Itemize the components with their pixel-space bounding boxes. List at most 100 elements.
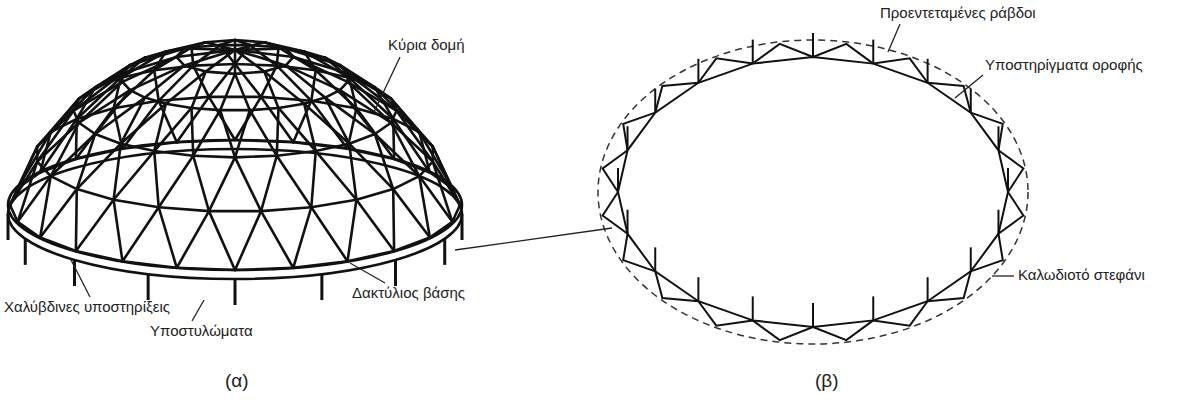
column [461,214,464,240]
dome-strut [311,151,315,207]
part-label: Υποστηρίγματα οροφής [985,56,1143,74]
prestressed-bar [698,58,752,82]
dome-strut [154,151,193,156]
dome-strut [40,159,76,172]
roof-support [927,59,929,83]
dome-strut [278,104,304,108]
leader-line [192,300,204,321]
dome-strut [220,109,250,112]
dome-strut [235,157,261,211]
roof-support [627,210,629,234]
base-ring [8,140,462,270]
dome-strut [235,140,293,142]
dome-strut [304,104,349,144]
dome-strut [18,132,51,188]
column [24,239,27,265]
dome-strut [121,52,166,78]
dome-strut [235,97,261,140]
leader-line [455,228,612,250]
dome-strut [348,149,395,159]
dome-strut [209,157,235,211]
roof-support [654,89,656,113]
column [320,274,323,300]
dome-strut [433,147,460,205]
dome-strut [10,188,18,205]
dome-strut [250,110,277,156]
dome-strut [393,176,419,189]
dome-strut [193,64,235,66]
dome-strut [159,207,177,268]
dome-strut [349,134,375,144]
roof-support [812,33,814,57]
dome-strut [419,132,430,173]
dome-strut [123,101,159,149]
geodesic-dome [8,40,462,305]
dome-strut [261,97,293,142]
dome-strut [114,200,159,208]
leader-line [955,75,983,98]
column [234,279,237,305]
dome-strut [79,123,95,134]
prestressed-bar [928,271,971,301]
dome-strut [277,66,316,71]
dome-strut [392,189,395,251]
leader-lines [70,24,1014,321]
prestressed-bar [971,113,1003,151]
dome-strut [73,73,122,110]
prestressed-bar [698,301,752,325]
dome-strut [77,189,114,200]
dome-strut [159,101,177,142]
dome-strut [206,72,235,74]
roof-support [752,40,754,64]
part-label: Κύρια δομή [388,36,465,54]
dome-strut [76,149,123,159]
roof-support [627,126,629,150]
dome-strut [311,207,347,261]
leader-line [992,275,1014,276]
roof-support [812,303,814,327]
dome-strut [159,66,194,101]
dome-strut [340,82,348,90]
dome-strut [393,119,430,173]
dome-strut [18,222,40,238]
column [147,274,150,300]
dome-strut [37,111,73,162]
cable-ring [598,33,1028,344]
dome-strut [114,101,159,109]
roof-support [970,247,972,271]
roof-support [927,277,929,301]
prestressed-bar [813,320,873,340]
dome-strut [209,96,261,99]
dome-strut [177,211,209,268]
dome-strut [209,210,261,213]
dome-strut [37,99,79,147]
dome-strut [304,52,349,78]
dome-strut [452,188,460,205]
part-label: Χαλύβδινες υποστηρίξεις [4,298,170,316]
roof-support [872,40,874,64]
dome-strut [235,72,264,74]
cable-hoop [618,57,1008,327]
dome-strut [166,104,192,108]
dome-strut [261,66,277,97]
dome-strut [293,207,311,268]
prestressed-bar [655,83,698,113]
dome-strut [277,108,279,156]
prestressed-bar [623,113,655,151]
dome-strut [261,156,277,211]
dome-strut [235,64,277,66]
dome-strut [122,82,130,90]
subfigure-caption: (α) [225,370,249,392]
dome-strut [220,44,250,47]
roof-support [997,210,999,234]
prestressed-bar [928,83,971,113]
dome-strut [394,238,430,251]
prestressed-bar [998,150,1023,192]
dome-strut [40,238,76,251]
dome-strut [419,132,452,188]
dome-strut [123,207,159,261]
prestressed-bar [753,320,813,340]
dome-strut [235,268,293,270]
dome-strut [51,176,77,189]
dome-strut [209,64,235,97]
